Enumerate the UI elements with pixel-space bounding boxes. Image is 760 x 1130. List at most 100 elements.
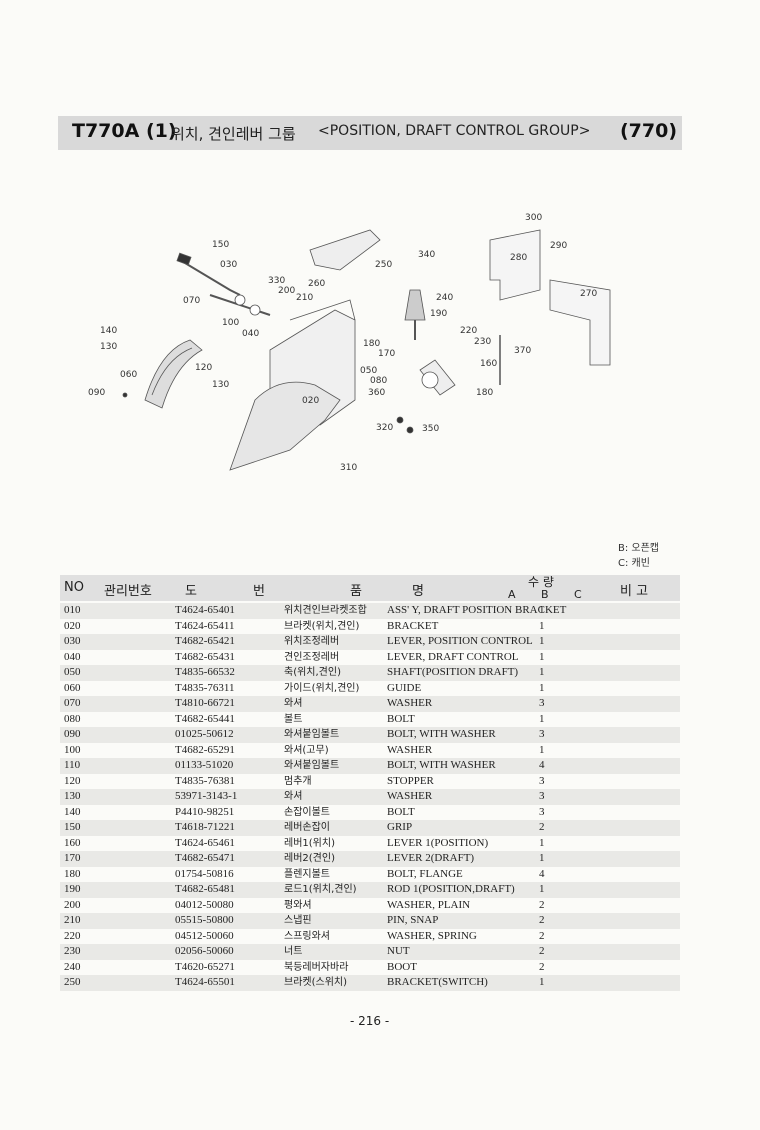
callout-160: 160 (480, 359, 497, 369)
callout-040: 040 (242, 329, 259, 339)
part-name-english: WASHER (387, 790, 433, 802)
part-number: 53971-3143-1 (175, 790, 238, 802)
part-number: 04512-50060 (175, 929, 234, 942)
bolt-shape (396, 416, 404, 424)
position-lever-shape (179, 259, 241, 296)
quantity-a: 1 (539, 619, 545, 632)
part-number: 01754-50816 (175, 867, 234, 880)
quantity-a: 1 (539, 976, 545, 988)
cover-panel-270 (549, 279, 611, 366)
quantity-a: 2 (539, 821, 545, 833)
row-number: 070 (64, 697, 81, 709)
part-number: 01133-51020 (175, 759, 234, 771)
part-name-korean: 와셔 (284, 791, 303, 802)
row-number: 060 (64, 681, 81, 694)
quantity-a: 2 (539, 898, 545, 911)
quantity-a: 1 (539, 681, 545, 694)
bolt-shape-3 (122, 392, 128, 398)
grip-shape (176, 252, 192, 266)
row-number: 110 (64, 759, 81, 771)
part-name-korean: 북등레버자바라 (284, 961, 349, 973)
bolt-shape-2 (406, 426, 414, 434)
row-number: 220 (64, 929, 81, 942)
row-number: 230 (64, 945, 81, 957)
part-number: T4624-65501 (175, 976, 235, 988)
part-number: T4624-65411 (175, 619, 235, 632)
part-name-korean: 와셔붙임볼트 (284, 729, 340, 740)
part-name-english: ASS' Y, DRAFT POSITION BRACKET (387, 604, 567, 616)
row-number: 210 (64, 914, 81, 926)
part-number: T4682-65431 (175, 650, 235, 663)
row-number: 090 (64, 728, 81, 740)
quantity-a: 1 (539, 883, 545, 895)
part-number: 05515-50800 (175, 914, 234, 926)
callout-330: 330 (268, 276, 285, 286)
quantity-a: 1 (539, 666, 545, 678)
quantity-a: 1 (539, 604, 545, 616)
row-number: 080 (64, 712, 81, 725)
part-name-korean: 레버2(견인) (284, 853, 335, 864)
part-name-korean: 볼트 (284, 713, 303, 725)
part-name-english: NUT (387, 945, 410, 957)
quantity-a: 1 (539, 650, 545, 663)
bracket-plate (289, 299, 356, 321)
part-name-english: BOLT (387, 805, 415, 818)
callout-060: 060 (120, 370, 137, 380)
part-number: T4618-71221 (175, 821, 235, 833)
part-number: 02056-50060 (175, 945, 234, 957)
callout-180-mid: 180 (363, 339, 380, 349)
callout-340: 340 (418, 250, 435, 260)
part-name-korean: 스냅핀 (284, 915, 312, 926)
group-title-korean: 위치, 견인레버 그룹 (171, 125, 296, 143)
callout-170: 170 (378, 349, 395, 359)
quantity-a: 3 (539, 728, 545, 740)
part-name-english: GUIDE (387, 681, 422, 694)
row-number: 160 (64, 836, 81, 849)
part-name-english: LEVER 1(POSITION) (387, 836, 489, 849)
row-number: 120 (64, 774, 81, 787)
switch-bracket-shape (309, 229, 381, 271)
part-name-korean: 손잡이볼트 (284, 806, 330, 818)
part-name-english: BRACKET (387, 619, 439, 632)
part-name-korean: 와셔붙임볼트 (284, 760, 340, 771)
part-name-english: WASHER, SPRING (387, 929, 477, 942)
quantity-a: 3 (539, 790, 545, 802)
callout-050: 050 (360, 366, 377, 376)
part-name-english: BOLT, FLANGE (387, 867, 463, 880)
callout-140: 140 (100, 326, 117, 336)
header-drawing-2: 번 (253, 584, 265, 599)
row-number: 240 (64, 960, 81, 973)
part-name-english: WASHER (387, 743, 433, 756)
part-name-english: BOLT, WITH WASHER (387, 728, 496, 740)
guide-part-shape (144, 339, 203, 409)
header-quantity: 수 량 (528, 575, 554, 589)
part-name-english: BOLT, WITH WASHER (387, 759, 496, 771)
guide-detail (151, 347, 193, 396)
part-name-english: WASHER, PLAIN (387, 898, 471, 911)
part-name-english: PIN, SNAP (387, 914, 439, 926)
part-name-english: BRACKET(SWITCH) (387, 976, 488, 988)
part-name-korean: 와셔(고무) (284, 744, 329, 756)
callout-300: 300 (525, 213, 542, 223)
part-name-korean: 스프링와셔 (284, 930, 330, 942)
quantity-legend: B: 오픈캡 C: 캐빈 (618, 541, 659, 571)
title-bar (58, 116, 682, 150)
row-number: 030 (64, 635, 81, 647)
legend-c: C: 캐빈 (618, 558, 650, 569)
header-no: NO (64, 580, 84, 595)
callout-220: 220 (460, 326, 477, 336)
callout-280: 280 (510, 253, 527, 263)
